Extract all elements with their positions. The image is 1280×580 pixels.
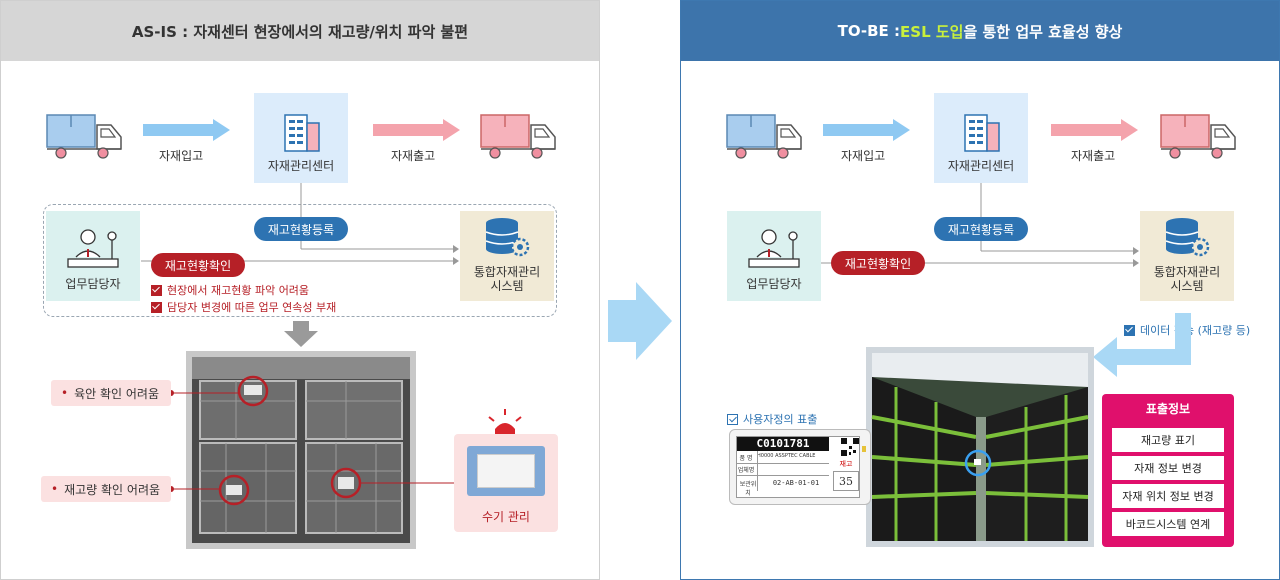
asis-outbound-label: 자재출고 <box>391 149 436 163</box>
tobe-warehouse-photo <box>866 347 1094 547</box>
asis-note-stock: • 재고량 확인 어려움 <box>41 476 171 502</box>
inbound-arrow-icon <box>823 119 910 141</box>
transition-arrow-icon <box>608 282 672 360</box>
building-icon <box>964 114 1000 152</box>
display-info-title: 표출정보 <box>1145 402 1191 416</box>
tobe-check-pill: 재고현황확인 <box>831 251 925 275</box>
asis-center-card: 자재관리센터 <box>254 93 348 183</box>
esl-device: C0101781 품 명 H0000 ASSPTEC CABLE 업체명 보관위… <box>729 429 871 505</box>
esl-location: 02-AB-01-01 <box>772 479 820 487</box>
staff-icon <box>67 229 119 268</box>
tobe-staff-label: 업무담당자 <box>746 277 802 291</box>
transfer-arrow-icon <box>1093 313 1191 377</box>
outbound-arrow-icon <box>1051 119 1138 141</box>
tobe-system-label: 통합자재관리 시스템 <box>1153 265 1221 293</box>
check-icon <box>727 413 738 425</box>
down-arrow-icon <box>284 321 318 347</box>
tobe-transfer-note: 데이터 전송 (재고량 등) <box>1124 322 1250 338</box>
database-gear-icon <box>1165 218 1210 257</box>
asis-title: AS-IS : 자재센터 현장에서의 재고량/위치 파악 불편 <box>1 1 599 61</box>
staff-icon <box>748 229 800 268</box>
asis-center-label: 자재관리센터 <box>267 159 335 173</box>
asis-system-label: 통합자재관리 시스템 <box>473 265 541 293</box>
tobe-inbound-label: 자재입고 <box>841 149 886 163</box>
inbound-truck-icon <box>46 114 122 159</box>
display-item: 자재 정보 변경 <box>1112 456 1224 480</box>
asis-staff-card: 업무담당자 <box>46 211 140 301</box>
asis-inbound-label: 자재입고 <box>159 149 204 163</box>
display-item: 바코드시스템 연계 <box>1112 512 1224 536</box>
asis-note-visual: • 육안 확인 어려움 <box>51 380 171 406</box>
asis-system-card: 통합자재관리 시스템 <box>460 211 554 301</box>
inbound-arrow-icon <box>143 119 230 141</box>
outbound-truck-icon <box>1160 114 1236 159</box>
asis-manual-card: 수기 관리 <box>454 434 558 532</box>
outbound-arrow-icon <box>373 119 460 141</box>
tobe-system-card: 통합자재관리 시스템 <box>1140 211 1234 301</box>
display-item: 자재 위치 정보 변경 <box>1112 484 1224 508</box>
asis-manual-label: 수기 관리 <box>482 510 530 524</box>
asis-warehouse-photo <box>186 351 416 549</box>
tobe-user-display-note: 사용자정의 표출 <box>727 411 817 427</box>
esl-code: C0101781 <box>737 437 829 451</box>
esl-led-icon <box>862 446 866 452</box>
building-icon <box>284 114 320 152</box>
display-info-panel: 표출정보 재고량 표기 자재 정보 변경 자재 위치 정보 변경 바코드시스템 … <box>1102 394 1234 547</box>
manual-photo <box>467 446 545 496</box>
tobe-register-pill: 재고현황등록 <box>934 217 1028 241</box>
tobe-center-card: 자재관리센터 <box>934 93 1028 183</box>
asis-staff-label: 업무담당자 <box>65 277 121 291</box>
display-item: 재고량 표기 <box>1112 428 1224 452</box>
tobe-staff-card: 업무담당자 <box>727 211 821 301</box>
asis-register-pill: 재고현황등록 <box>254 217 348 241</box>
asis-issue-1: 현장에서 재고현황 파악 어려움 <box>151 282 309 298</box>
check-icon <box>1124 324 1135 336</box>
inbound-truck-icon <box>726 114 802 159</box>
tobe-outbound-label: 자재출고 <box>1071 149 1116 163</box>
check-icon <box>151 284 162 296</box>
esl-stock: 35 <box>833 471 859 491</box>
outbound-truck-icon <box>480 114 556 159</box>
qr-code-icon <box>841 438 859 456</box>
check-icon <box>151 301 162 313</box>
esl-screen: C0101781 품 명 H0000 ASSPTEC CABLE 업체명 보관위… <box>736 436 860 498</box>
asis-panel: AS-IS : 자재센터 현장에서의 재고량/위치 파악 불편 자재입고 자재관… <box>0 0 600 580</box>
database-gear-icon <box>485 218 530 257</box>
asis-check-pill: 재고현황확인 <box>151 253 245 277</box>
asis-issue-2: 담당자 변경에 따른 업무 연속성 부재 <box>151 299 336 315</box>
tobe-center-label: 자재관리센터 <box>947 159 1015 173</box>
asis-process-box <box>43 204 557 317</box>
